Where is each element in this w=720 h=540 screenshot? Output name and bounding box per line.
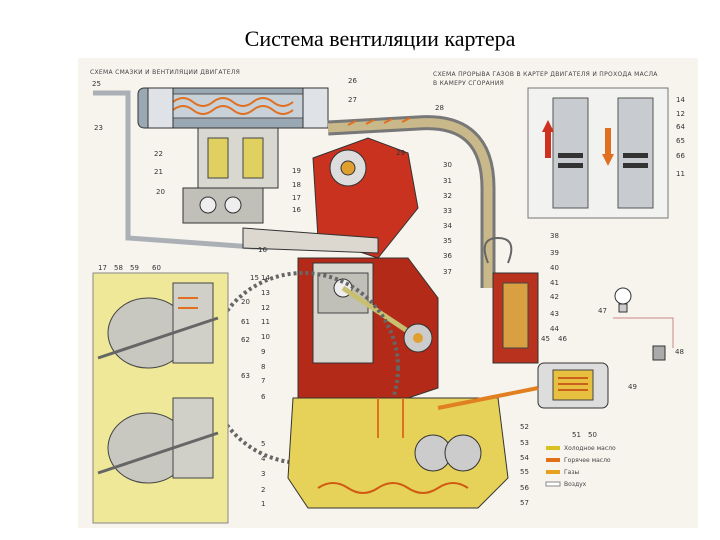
- callout-52: 51: [572, 431, 581, 439]
- callout-5: 5: [261, 440, 265, 448]
- callout-47: 46: [558, 335, 567, 343]
- inset-ventilation-valve: [92, 272, 229, 524]
- left-vent-tube: [93, 90, 131, 118]
- callout-54: 53: [520, 439, 529, 447]
- callout-60: 59: [130, 264, 139, 272]
- legend-air: Воздух: [564, 481, 587, 488]
- callout-8: 8: [261, 363, 265, 371]
- oil-pressure-sensor: [613, 287, 674, 361]
- callout-67: 66: [676, 152, 685, 160]
- header-right-line1: СХЕМА ПРОРЫВА ГАЗОВ В КАРТЕР ДВИГАТЕЛЯ И…: [433, 71, 658, 78]
- legend-swatch-cold-oil: [546, 446, 560, 450]
- callout-20: 19: [292, 167, 301, 175]
- callout-50: 49: [628, 383, 637, 391]
- callout-12-inset: 12: [676, 110, 685, 118]
- callout-63: 62: [241, 336, 250, 344]
- callout-61: 60: [152, 264, 161, 272]
- legend-hot-oil: Горячее масло: [564, 457, 611, 464]
- legend-cold-oil: Холодное масло: [564, 445, 616, 452]
- callout-66: 65: [676, 137, 685, 145]
- callout-39: 38: [550, 232, 559, 240]
- callout-43: 42: [550, 293, 559, 301]
- callout-27: 26: [348, 77, 357, 85]
- callout-32: 31: [443, 177, 452, 185]
- cylinder-head: [242, 137, 419, 259]
- legend: Холодное масло Горячее масло Газы Воздух: [545, 445, 616, 488]
- callout-11-inset: 11: [676, 170, 685, 178]
- callout-29: 28: [435, 104, 444, 112]
- legend-swatch-air: [545, 481, 561, 487]
- callout-18-top: 17: [292, 194, 301, 202]
- callout-12: 12: [261, 304, 270, 312]
- callout-7: 7: [261, 377, 265, 385]
- callout-65: 64: [676, 123, 685, 131]
- callout-36: 35: [443, 237, 452, 245]
- callout-4: 4: [261, 455, 266, 463]
- callout-6: 6: [261, 393, 266, 401]
- legend-gases: Газы: [564, 469, 580, 476]
- callout-13: 13: [261, 289, 270, 297]
- callout-9: 9: [261, 348, 265, 356]
- callout-40: 39: [550, 249, 559, 257]
- callout-15: 15: [250, 274, 259, 282]
- callout-46: 45: [541, 335, 550, 343]
- callout-58: 57: [520, 499, 529, 507]
- callout-35: 34: [443, 222, 452, 230]
- air-filter: [137, 87, 329, 129]
- legend-swatch-hot-oil: [546, 458, 560, 462]
- inset-piston-rings: [527, 87, 669, 219]
- callout-57: 56: [520, 484, 529, 492]
- header-left: СХЕМА СМАЗКИ И ВЕНТИЛЯЦИИ ДВИГАТЕЛЯ: [90, 69, 240, 76]
- callout-55: 54: [520, 454, 529, 462]
- callout-64: 63: [241, 372, 250, 380]
- callout-48: 47: [598, 307, 607, 315]
- callout-17: 16: [292, 206, 301, 214]
- callout-33: 32: [443, 192, 452, 200]
- callout-51: 50: [588, 431, 597, 439]
- callouts: 25 23 26 27 28 22 21 20 29 30 19 18 17 1…: [92, 77, 685, 508]
- distributor: [483, 236, 539, 364]
- header-right-line2: В КАМЕРУ СГОРАНИЯ: [433, 80, 504, 87]
- oil-pan: [287, 397, 509, 509]
- callout-11: 11: [261, 318, 270, 326]
- callout-1: 1: [261, 500, 265, 508]
- callout-42: 41: [550, 279, 559, 287]
- callout-3: 3: [261, 470, 265, 478]
- callout-26: 25: [92, 80, 101, 88]
- callout-22: 21: [154, 168, 163, 176]
- callout-45: 44: [550, 325, 559, 333]
- callout-16: 16: [258, 246, 267, 254]
- oil-filter: [437, 362, 609, 410]
- slide-title: Система вентиляции картера: [244, 26, 516, 51]
- engine-block: [206, 257, 439, 465]
- crankcase-vent-hose-inner: [327, 118, 493, 288]
- callout-2: 2: [261, 486, 265, 494]
- callout-41: 40: [550, 264, 559, 272]
- callout-19: 18: [292, 181, 301, 189]
- callout-10: 10: [261, 333, 270, 341]
- callout-21-top: 20: [156, 188, 165, 196]
- callout-59: 58: [114, 264, 123, 272]
- legend-swatch-gases: [546, 470, 560, 474]
- callout-34: 33: [443, 207, 452, 215]
- engine-ventilation-diagram: СХЕМА СМАЗКИ И ВЕНТИЛЯЦИИ ДВИГАТЕЛЯ СХЕМ…: [78, 58, 698, 528]
- callout-30: 29: [396, 149, 405, 157]
- callout-14: 14: [676, 96, 685, 104]
- callout-25: 23: [94, 124, 103, 132]
- callout-38: 37: [443, 268, 452, 276]
- carburetor: [182, 127, 279, 224]
- callout-56: 55: [520, 468, 529, 476]
- callout-28: 27: [348, 96, 357, 104]
- callout-62: 61: [241, 318, 250, 326]
- callout-37: 36: [443, 252, 452, 260]
- callout-23: 22: [154, 150, 163, 158]
- callout-49: 48: [675, 348, 684, 356]
- callout-31: 30: [443, 161, 452, 169]
- callout-44: 43: [550, 310, 559, 318]
- callout-21: 20: [241, 298, 250, 306]
- callout-14-main: 14: [261, 274, 270, 282]
- callout-18-inset: 17: [98, 264, 107, 272]
- left-vent-hose: [125, 118, 269, 251]
- callout-53: 52: [520, 423, 529, 431]
